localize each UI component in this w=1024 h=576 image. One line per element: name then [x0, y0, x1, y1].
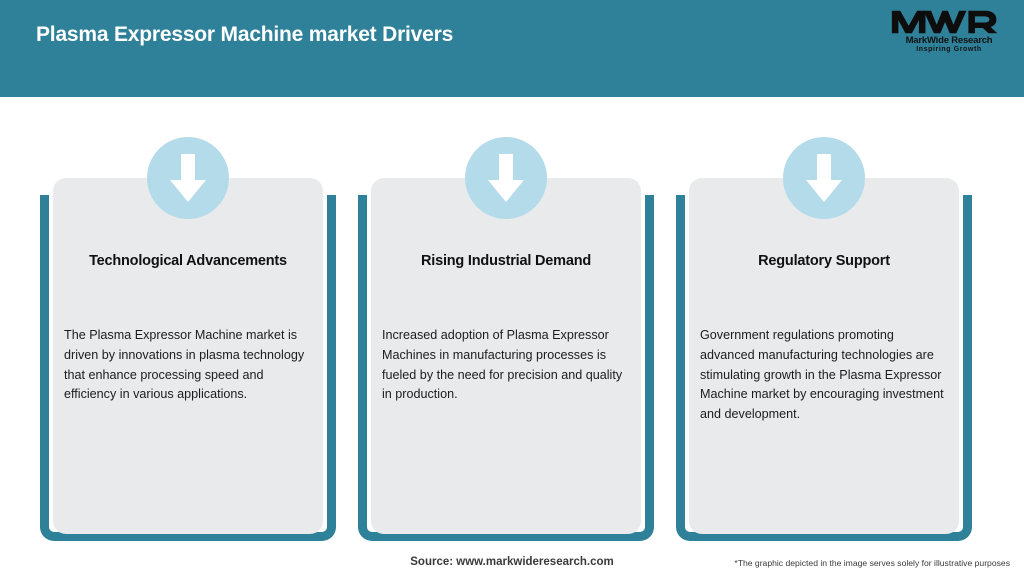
page-title: Plasma Expressor Machine market Drivers: [36, 23, 454, 46]
logo-company-name: MarkWide Research: [905, 35, 993, 46]
mwr-logo-icon: [891, 10, 998, 34]
driver-column: Rising Industrial Demand Increased adopt…: [354, 97, 658, 576]
down-arrow-icon: [465, 137, 547, 219]
card-title: Technological Advancements: [89, 253, 287, 269]
logo-tagline: Inspiring Growth: [916, 46, 982, 53]
card-frame: [676, 195, 972, 541]
source-label: Source: www.markwideresearch.com: [410, 556, 614, 568]
driver-column: Technological Advancements The Plasma Ex…: [36, 97, 340, 576]
brand-logo: MarkWide Research Inspiring Growth: [890, 8, 1008, 60]
driver-card[interactable]: Technological Advancements The Plasma Ex…: [53, 178, 323, 534]
driver-column: Regulatory Support Government regulation…: [672, 97, 976, 576]
card-frame: [358, 195, 654, 541]
card-body: Government regulations promoting advance…: [700, 328, 944, 422]
down-arrow-icon: [147, 137, 229, 219]
card-frame: [40, 195, 336, 541]
driver-card[interactable]: Regulatory Support Government regulation…: [689, 178, 959, 534]
down-arrow-icon: [783, 137, 865, 219]
disclaimer-note: *The graphic depicted in the image serve…: [734, 558, 1010, 568]
card-title: Regulatory Support: [758, 253, 890, 269]
header-bar: Plasma Expressor Machine market Drivers …: [0, 0, 1024, 97]
card-title: Rising Industrial Demand: [420, 253, 592, 269]
card-body: Increased adoption of Plasma Expressor M…: [382, 328, 623, 402]
drivers-card-board: Technological Advancements The Plasma Ex…: [0, 97, 1024, 576]
driver-card[interactable]: Rising Industrial Demand Increased adopt…: [371, 178, 641, 534]
card-body: The Plasma Expressor Machine market is d…: [64, 328, 305, 402]
